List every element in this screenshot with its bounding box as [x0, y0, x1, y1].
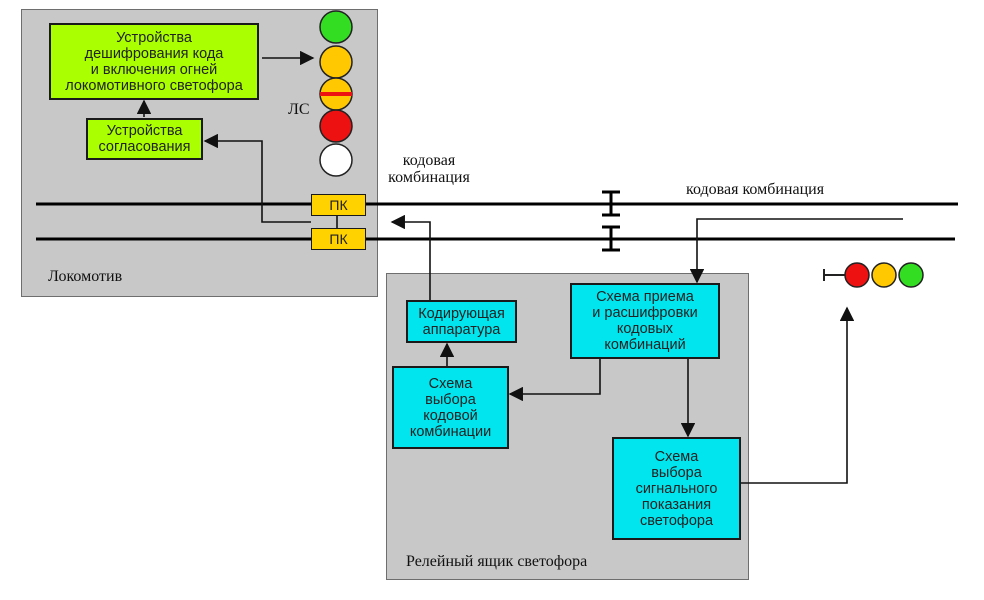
coding-block: Кодирующая аппаратура — [406, 300, 517, 343]
wayside-light-green — [898, 262, 924, 288]
pk-block-bottom: ПК — [311, 228, 366, 250]
receive-block: Схема приема и расшифровки кодовых комби… — [570, 283, 720, 359]
arrow-receive-to-code-select — [508, 359, 601, 402]
wire-pk-to-matching — [203, 133, 311, 223]
arrow-rail-to-receive — [689, 218, 903, 284]
loco-light-red — [319, 109, 353, 143]
code-select-block: Схема выбора кодовой комбинации — [392, 366, 509, 449]
insulated-joint-top — [602, 190, 620, 217]
signal-select-block: Схема выбора сигнального показания свето… — [612, 437, 741, 540]
loco-light-yellow — [319, 45, 353, 79]
locomotive-label: Локомотив — [48, 268, 123, 285]
wayside-light-red — [844, 262, 870, 288]
signal-label: ЛС — [288, 101, 310, 118]
loco-light-green — [319, 10, 353, 44]
arrow-coding-to-rail — [390, 214, 431, 300]
insulated-joint-bottom — [602, 225, 620, 252]
wayside-signal — [823, 262, 924, 288]
wayside-light-yellow — [871, 262, 897, 288]
arrow-signal-select-to-wayside — [741, 306, 855, 484]
code-label-top: кодовая комбинация — [388, 152, 470, 186]
pk-block-top: ПК — [311, 194, 366, 216]
code-label-right: кодовая комбинация — [686, 181, 825, 198]
decoder-block: Устройства дешифрования кода и включения… — [49, 23, 259, 100]
relay-box-label: Релейный ящик светофора — [406, 553, 588, 570]
loco-light-yellow-red — [319, 77, 353, 111]
matching-block: Устройства согласования — [86, 118, 203, 160]
loco-light-white — [319, 143, 353, 177]
